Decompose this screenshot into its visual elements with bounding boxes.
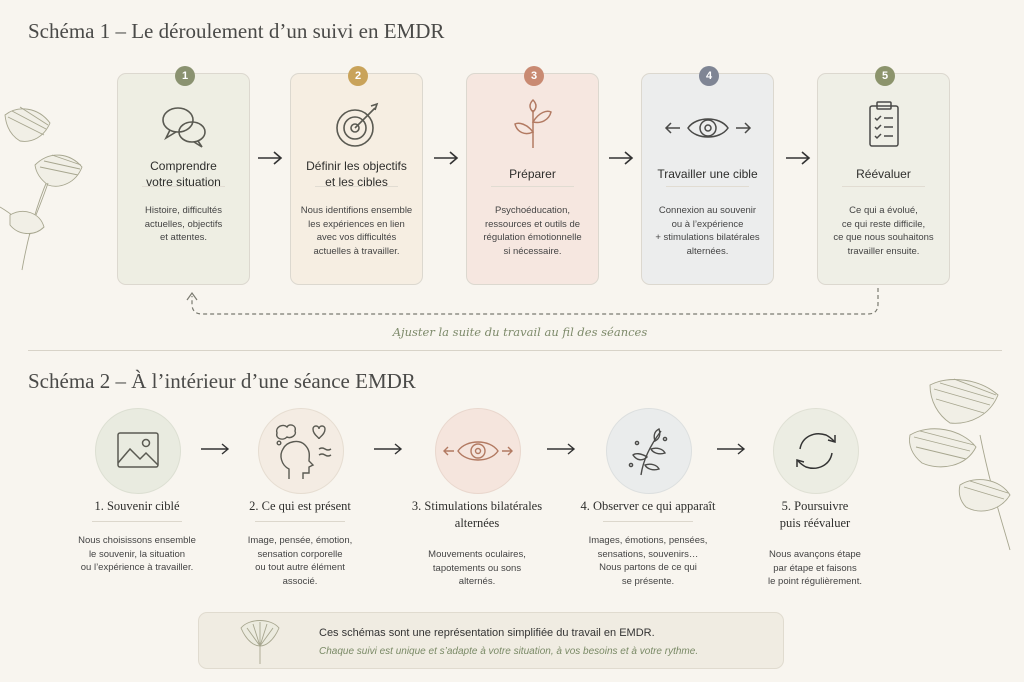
schema2-step-2-title: 2. Ce qui est présent bbox=[249, 499, 351, 513]
step-number-badge: 4 bbox=[699, 66, 719, 86]
schema1-step-2-card: 2 Définir les objectifs et les cibles No… bbox=[290, 66, 423, 285]
refresh-cycle-icon bbox=[796, 433, 836, 469]
schema1-step-1-card: 1 Comprendre votre situation Histoire, d… bbox=[117, 66, 250, 285]
step-title: Réévaluer bbox=[856, 167, 911, 181]
card-divider bbox=[315, 186, 398, 187]
eye-arrows-icon bbox=[443, 441, 513, 461]
card-divider bbox=[842, 186, 925, 187]
sprout-icon bbox=[514, 98, 552, 148]
arrow-right-icon bbox=[717, 443, 746, 455]
note-line-1: Ces schémas sont une représentation simp… bbox=[319, 627, 655, 639]
schema2-step-3-circle bbox=[435, 408, 521, 494]
schema2-step-1-circle bbox=[95, 408, 181, 494]
image-icon bbox=[117, 432, 159, 468]
schema2-step-2-circle bbox=[258, 408, 344, 494]
step-number-badge: 3 bbox=[524, 66, 544, 86]
eye-arrows-icon bbox=[664, 118, 752, 138]
card-divider bbox=[142, 186, 225, 187]
loop-back-connector bbox=[186, 288, 879, 315]
disclaimer-note: Ces schémas sont une représentation simp… bbox=[198, 612, 784, 669]
step-divider bbox=[603, 521, 693, 522]
schema1-heading: Schéma 1 – Le déroulement d’un suivi en … bbox=[28, 19, 445, 43]
step-description: Ce qui a évolué, ce qui reste difficile,… bbox=[833, 205, 934, 257]
schema2-heading: Schéma 2 – À l’intérieur d’une séance EM… bbox=[28, 369, 416, 393]
loop-label: Ajuster la suite du travail au fil des s… bbox=[392, 325, 648, 339]
speech-bubbles-icon bbox=[162, 107, 206, 148]
arrow-right-icon bbox=[374, 443, 403, 455]
step-description: Histoire, difficultés actuelles, objecti… bbox=[144, 205, 223, 243]
note-line-2: Chaque suivi est unique et s’adapte à vo… bbox=[319, 646, 699, 657]
step-title: Préparer bbox=[509, 167, 556, 181]
schema2-step-3-description: Mouvements oculaires, tapotements ou son… bbox=[428, 549, 526, 587]
schema2-step-1-title: 1. Souvenir ciblé bbox=[94, 499, 180, 513]
arrow-right-icon bbox=[434, 151, 459, 165]
arrow-right-icon bbox=[547, 443, 576, 455]
step-number-badge: 1 bbox=[175, 66, 195, 86]
schema2-step-2-description: Image, pensée, émotion, sensation corpor… bbox=[247, 535, 353, 587]
step-title: Travailler une cible bbox=[657, 167, 758, 181]
ginkgo-leaf-icon bbox=[240, 620, 280, 664]
head-thoughts-icon bbox=[275, 424, 332, 479]
ginkgo-leaves-right-decoration bbox=[909, 378, 1011, 551]
schema2-step-3-title: 3. Stimulations bilatérales alternées bbox=[411, 499, 543, 530]
arrow-right-icon bbox=[201, 443, 230, 455]
step-description: Connexion au souvenir ou à l’expérience … bbox=[655, 205, 760, 257]
schema1-step-5-card: 5 Réévaluer Ce qui a évolué, ce qui rest… bbox=[817, 66, 950, 285]
schema2-step-5-title: 5. Poursuivre puis réévaluer bbox=[779, 499, 851, 530]
target-icon bbox=[336, 102, 379, 147]
schema2-step-1-description: Nous choisissons ensemble le souvenir, l… bbox=[78, 535, 196, 573]
schema1-step-4-card: 4 Travailler une cible Connexion au souv… bbox=[641, 66, 774, 285]
ginkgo-leaves-left-decoration bbox=[0, 106, 83, 271]
section-divider bbox=[28, 350, 1002, 351]
schema2-step-4-title: 4. Observer ce qui apparaît bbox=[580, 499, 716, 513]
step-title: Comprendre votre situation bbox=[146, 159, 221, 189]
arrow-right-icon bbox=[258, 151, 283, 165]
step-description: Psychoéducation, ressources et outils de… bbox=[483, 205, 582, 257]
schema2-step-4-circle bbox=[606, 408, 692, 494]
arrow-right-icon bbox=[786, 151, 811, 165]
step-number-badge: 5 bbox=[875, 66, 895, 86]
arrow-right-icon bbox=[609, 151, 634, 165]
schema1-step-3-card: 3 Préparer Psychoéducation, ressources e… bbox=[466, 66, 599, 285]
schema2-step-5-circle bbox=[773, 408, 859, 494]
card-divider bbox=[666, 186, 749, 187]
step-number-badge: 2 bbox=[348, 66, 368, 86]
step-divider bbox=[255, 521, 345, 522]
schema2-step-4-description: Images, émotions, pensées, sensations, s… bbox=[588, 535, 708, 587]
schema2-step-5-description: Nous avançons étape par étape et faisons… bbox=[768, 549, 862, 587]
branch-icon bbox=[628, 428, 668, 476]
clipboard-checklist-icon bbox=[869, 101, 899, 147]
card-divider bbox=[491, 186, 574, 187]
step-divider bbox=[92, 521, 182, 522]
step-description: Nous identifions ensemble les expérience… bbox=[300, 205, 413, 257]
step-title: Définir les objectifs et les cibles bbox=[306, 159, 407, 189]
